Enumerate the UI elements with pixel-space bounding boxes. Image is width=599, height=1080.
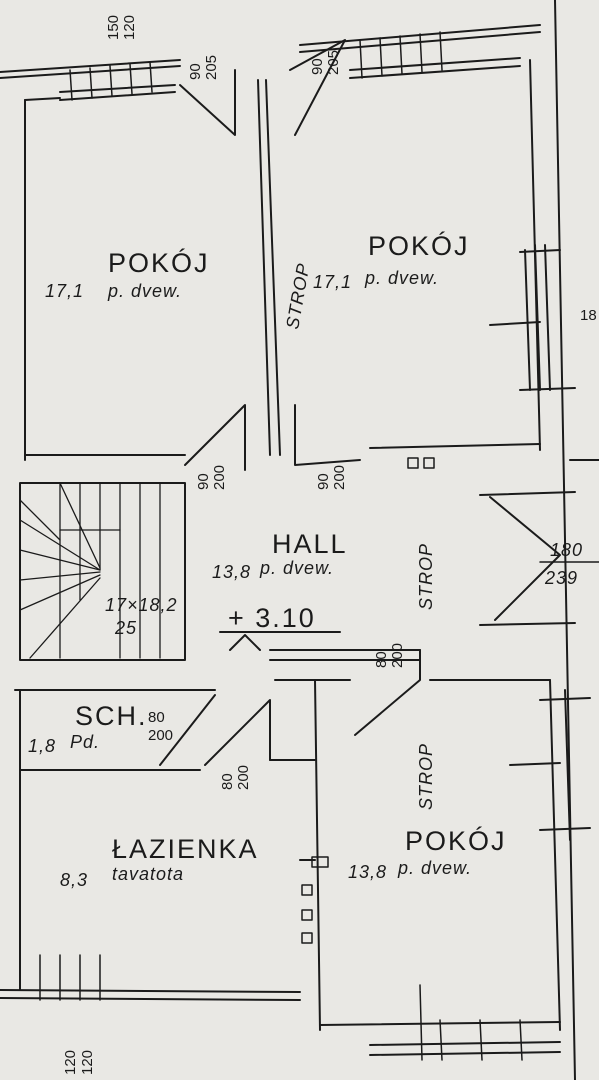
room-area: 17,1 <box>313 272 352 292</box>
window-width: 180 <box>550 540 583 560</box>
room-name: POKÓJ <box>108 247 210 278</box>
door-dim: 205 <box>203 55 220 80</box>
level-mark: + 3.10 <box>228 603 316 633</box>
door-dim: 200 <box>389 643 406 668</box>
room-area: 13,8 <box>212 562 251 582</box>
room-floor: p. dvew. <box>364 268 439 288</box>
room-name: POKÓJ <box>368 230 470 261</box>
room-pokoj-top-left: POKÓJ 17,1 p. dvew. <box>45 247 210 301</box>
room-name: SCH. <box>75 701 148 731</box>
strop-label: STROP <box>282 261 313 330</box>
room-pokoj-bottom-right: POKÓJ 13,8 p. dvew. <box>348 825 507 882</box>
door-dim: 205 <box>325 50 342 75</box>
door-dim: 80 <box>148 709 165 726</box>
window-height: 239 <box>544 568 578 588</box>
door-dim: 80 <box>373 651 390 668</box>
room-area: 8,3 <box>60 870 88 890</box>
strop-label: STROP <box>416 543 436 610</box>
room-hall: HALL 13,8 p. dvew. <box>212 529 348 582</box>
dim-top: 120 <box>121 15 138 40</box>
room-floor: p. dvew. <box>107 281 182 301</box>
room-area: 17,1 <box>45 281 84 301</box>
dim-side: 18 <box>580 307 597 324</box>
door-dim: 200 <box>211 465 228 490</box>
room-area: 13,8 <box>348 862 387 882</box>
room-pokoj-top-right: POKÓJ 17,1 p. dvew. <box>313 230 470 292</box>
room-floor: p. dvew. <box>259 558 334 578</box>
room-lazienka: ŁAZIENKA 8,3 tavatota <box>60 834 259 890</box>
room-schowek: SCH. 1,8 Pd. <box>28 701 148 756</box>
dim-bottom: 120 <box>79 1050 96 1075</box>
door-dim: 200 <box>235 765 252 790</box>
stairs <box>19 482 161 659</box>
room-name: POKÓJ <box>405 825 507 856</box>
door-dim: 200 <box>331 465 348 490</box>
dim-top: 150 <box>105 15 122 40</box>
marker-squares <box>301 457 435 944</box>
window-ticks <box>39 31 523 1061</box>
dim-bottom: 120 <box>62 1050 79 1075</box>
room-name: ŁAZIENKA <box>112 834 259 864</box>
door-dim: 80 <box>219 773 236 790</box>
door-dim: 90 <box>315 473 332 490</box>
room-floor: p. dvew. <box>397 858 472 878</box>
stairs-label: 17×18,2 <box>105 595 178 615</box>
room-floor: tavatota <box>112 864 184 884</box>
strop-label: STROP <box>416 743 436 810</box>
stairs-sub-label: 25 <box>114 618 137 638</box>
room-area: 1,8 <box>28 736 56 756</box>
room-name: HALL <box>272 529 348 559</box>
door-dim: 90 <box>309 58 326 75</box>
door-dim: 90 <box>195 473 212 490</box>
room-floor: Pd. <box>70 732 100 752</box>
door-dim: 90 <box>187 63 204 80</box>
door-dim: 200 <box>148 727 173 744</box>
door-swings <box>159 39 561 766</box>
